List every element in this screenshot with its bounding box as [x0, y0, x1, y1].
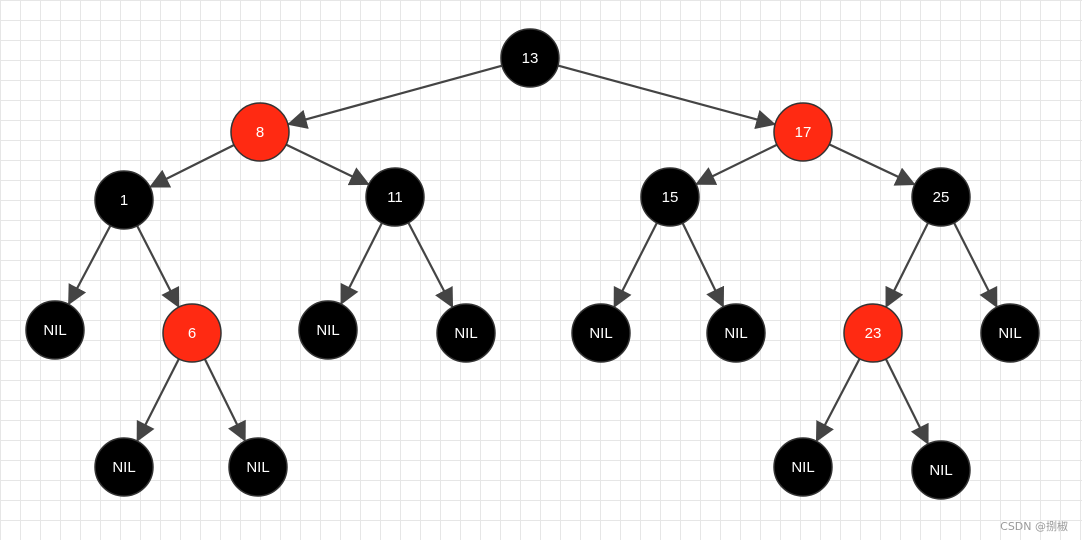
node-circle [365, 167, 425, 227]
node-label: NIL [454, 325, 477, 342]
edge-n25-nil_25R [953, 222, 998, 309]
node-circle [980, 303, 1040, 363]
nil-leaf-node: NIL [298, 300, 358, 360]
node-label: 25 [933, 189, 950, 206]
node-label: 8 [256, 124, 264, 141]
node-circle [298, 300, 358, 360]
nil-leaf-node: NIL [571, 303, 631, 363]
node-circle [911, 440, 971, 500]
node-circle [436, 303, 496, 363]
tree-node-11: 11 [365, 167, 425, 227]
node-label: NIL [112, 459, 135, 476]
edge-n1-n6 [136, 225, 180, 309]
tree-edges [68, 64, 998, 445]
edge-n15-nil_15R [681, 222, 725, 308]
node-circle [911, 167, 971, 227]
tree-node-17: 17 [773, 102, 833, 162]
node-label: 6 [188, 325, 196, 342]
node-label: NIL [929, 462, 952, 479]
edge-n6-nil_6L [136, 358, 180, 443]
node-circle [843, 303, 903, 363]
tree-node-1: 1 [94, 170, 154, 230]
edge-n13-n8 [287, 64, 503, 129]
node-label: NIL [724, 325, 747, 342]
nil-leaf-node: NIL [706, 303, 766, 363]
node-circle [640, 167, 700, 227]
node-label: NIL [998, 325, 1021, 342]
tree-node-23: 23 [843, 303, 903, 363]
node-label: NIL [43, 322, 66, 339]
node-circle [773, 437, 833, 497]
node-circle [94, 170, 154, 230]
node-circle [500, 28, 560, 88]
node-circle [25, 300, 85, 360]
node-label: 11 [387, 189, 403, 206]
watermark-text: CSDN @捌椒 [1000, 520, 1068, 533]
edge-n25-n23 [885, 222, 930, 308]
tree-node-8: 8 [230, 102, 290, 162]
tree-node-6: 6 [162, 303, 222, 363]
edge-n1-nil_1L [68, 225, 112, 306]
node-label: NIL [791, 459, 814, 476]
edge-n13-n17 [557, 64, 776, 130]
node-circle [230, 102, 290, 162]
nil-leaf-node: NIL [980, 303, 1040, 363]
node-label: 13 [522, 50, 539, 67]
edge-n6-nil_6R [203, 358, 246, 442]
nil-leaf-node: NIL [25, 300, 85, 360]
nil-leaf-node: NIL [94, 437, 154, 497]
edge-n15-nil_15L [613, 222, 658, 309]
edge-n23-nil_23L [815, 358, 861, 443]
nil-leaf-node: NIL [436, 303, 496, 363]
edge-n23-nil_23R [884, 358, 929, 445]
nil-leaf-node: NIL [773, 437, 833, 497]
edge-n8-n11 [285, 143, 370, 186]
edge-n8-n1 [149, 143, 235, 188]
node-circle [571, 303, 631, 363]
node-label: 17 [795, 124, 812, 141]
node-label: 1 [120, 192, 128, 209]
nil-leaf-node: NIL [911, 440, 971, 500]
node-circle [773, 102, 833, 162]
node-circle [706, 303, 766, 363]
node-circle [94, 437, 154, 497]
tree-node-15: 15 [640, 167, 700, 227]
node-label: NIL [316, 322, 339, 339]
edge-n17-n15 [695, 143, 778, 185]
node-label: NIL [589, 325, 612, 342]
node-circle [228, 437, 288, 497]
tree-node-25: 25 [911, 167, 971, 227]
edge-n11-nil_11R [407, 222, 454, 309]
node-label: NIL [246, 459, 269, 476]
node-label: 23 [865, 325, 882, 342]
node-circle [162, 303, 222, 363]
edge-n11-nil_11L [340, 222, 383, 305]
node-label: 15 [662, 189, 679, 206]
tree-node-13: 13 [500, 28, 560, 88]
nil-leaf-node: NIL [228, 437, 288, 497]
edge-n17-n25 [828, 143, 916, 186]
